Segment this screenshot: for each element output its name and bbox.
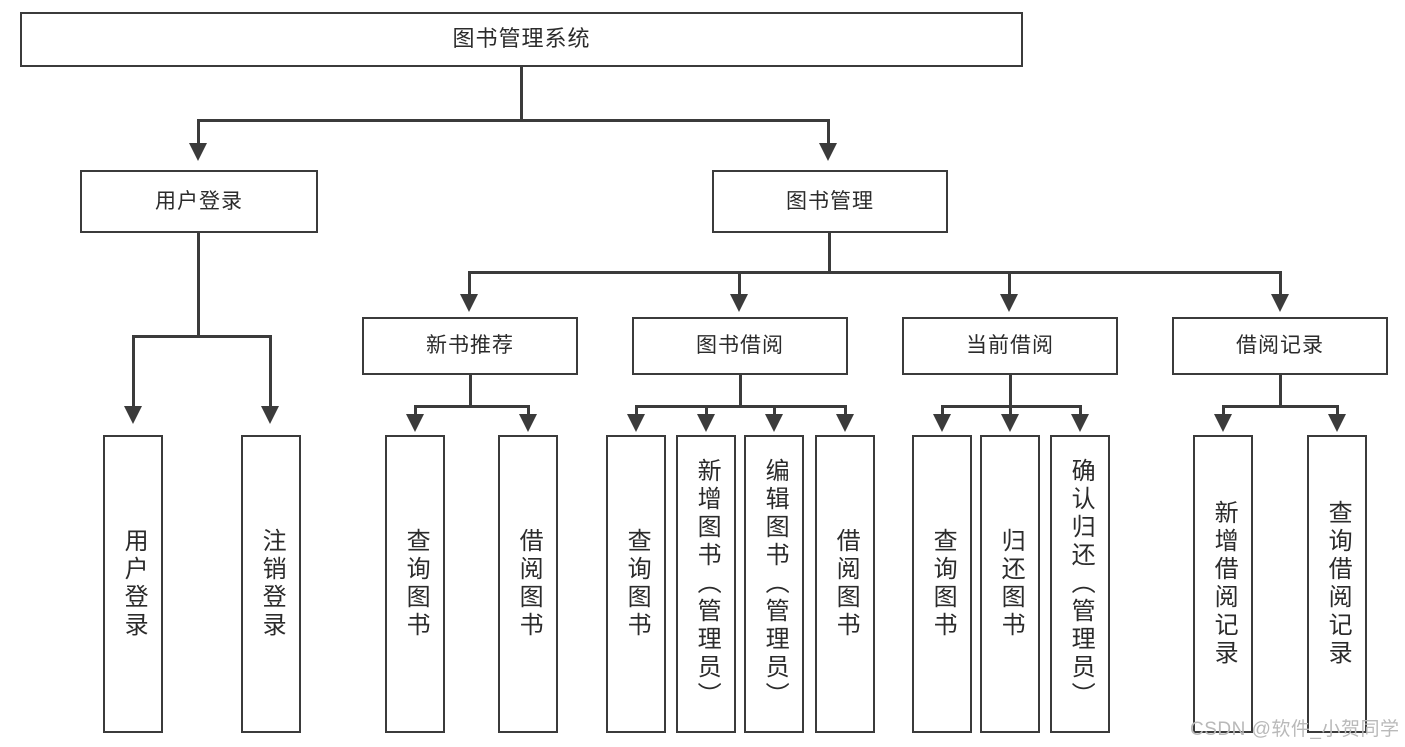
arrowhead-root-to-user-login (189, 143, 207, 161)
connector-user-login-to-leaf-1 (132, 335, 135, 407)
node-borrow-record[interactable]: 借阅记录 (1172, 317, 1388, 375)
arrowhead-new-book-leaf-1 (406, 414, 424, 432)
arrowhead-new-book-leaf-2 (519, 414, 537, 432)
connector-user-login-to-leaf-2 (269, 335, 272, 407)
leaf-add-book-admin[interactable]: 新增图书（管理员） (676, 435, 736, 733)
connector-new-book-leaf-1 (414, 405, 417, 417)
connector-borrow-book-leaf-4 (844, 405, 847, 417)
connector-new-book-bus (414, 405, 530, 408)
connector-bm-to-new-book (468, 271, 471, 296)
leaf-borrow-book[interactable]: 借阅图书 (815, 435, 875, 733)
node-label: 用户登录 (120, 528, 148, 640)
connector-book-management-stem (828, 233, 831, 271)
connector-current-borrow-stem (1009, 375, 1012, 407)
node-label: 新书推荐 (426, 334, 514, 358)
node-label: 查询借阅记录 (1324, 500, 1352, 668)
connector-current-borrow-leaf-2 (1009, 405, 1012, 417)
arrowhead-borrow-book-leaf-1 (627, 414, 645, 432)
arrowhead-root-to-book-management (819, 143, 837, 161)
arrowhead-user-login-leaf-2 (261, 406, 279, 424)
node-label: 新增图书（管理员） (693, 458, 721, 710)
connector-borrow-book-stem (739, 375, 742, 407)
arrowhead-current-borrow-leaf-3 (1071, 414, 1089, 432)
leaf-query-book-current[interactable]: 查询图书 (912, 435, 972, 733)
leaf-confirm-return-admin[interactable]: 确认归还（管理员） (1050, 435, 1110, 733)
arrowhead-bm-to-new-book (460, 294, 478, 312)
connector-borrow-book-bus (635, 405, 847, 408)
arrowhead-borrow-book-leaf-2 (697, 414, 715, 432)
connector-borrow-record-stem (1279, 375, 1282, 407)
leaf-user-login[interactable]: 用户登录 (103, 435, 163, 733)
node-book-borrow[interactable]: 图书借阅 (632, 317, 848, 375)
connector-new-book-stem (469, 375, 472, 407)
connector-bm-to-borrow-record (1279, 271, 1282, 296)
arrowhead-bm-to-borrow-record (1271, 294, 1289, 312)
arrowhead-borrow-book-leaf-4 (836, 414, 854, 432)
leaf-query-borrow-record[interactable]: 查询借阅记录 (1307, 435, 1367, 733)
leaf-edit-book-admin[interactable]: 编辑图书（管理员） (744, 435, 804, 733)
connector-current-borrow-leaf-1 (941, 405, 944, 417)
connector-user-login-stem (197, 233, 200, 335)
node-label: 查询图书 (402, 528, 430, 640)
arrowhead-borrow-record-leaf-2 (1328, 414, 1346, 432)
connector-borrow-record-leaf-2 (1336, 405, 1339, 417)
connector-root-bus (197, 119, 830, 122)
connector-borrow-record-bus (1222, 405, 1339, 408)
node-label: 当前借阅 (966, 334, 1054, 358)
connector-bm-to-current-borrow (1008, 271, 1011, 296)
connector-borrow-book-leaf-2 (705, 405, 708, 417)
node-label: 新增借阅记录 (1210, 500, 1238, 668)
node-label: 借阅记录 (1236, 334, 1324, 358)
node-label: 确认归还（管理员） (1067, 458, 1095, 710)
node-label: 编辑图书（管理员） (761, 458, 789, 710)
node-label: 图书管理 (786, 189, 874, 213)
connector-root-stem (520, 67, 523, 119)
arrowhead-bm-to-borrow-book (730, 294, 748, 312)
connector-borrow-book-leaf-3 (773, 405, 776, 417)
connector-root-to-user-login (197, 119, 200, 145)
leaf-add-borrow-record[interactable]: 新增借阅记录 (1193, 435, 1253, 733)
connector-current-borrow-leaf-3 (1079, 405, 1082, 417)
node-book-management[interactable]: 图书管理 (712, 170, 948, 233)
connector-user-login-bus (132, 335, 272, 338)
node-label: 查询图书 (929, 528, 957, 640)
node-label: 归还图书 (997, 528, 1025, 640)
node-label: 查询图书 (623, 528, 651, 640)
node-label: 注销登录 (258, 528, 286, 640)
node-root-book-management-system[interactable]: 图书管理系统 (20, 12, 1023, 67)
leaf-logout[interactable]: 注销登录 (241, 435, 301, 733)
connector-bm-to-borrow-book (738, 271, 741, 296)
arrowhead-borrow-record-leaf-1 (1214, 414, 1232, 432)
leaf-return-book[interactable]: 归还图书 (980, 435, 1040, 733)
arrowhead-user-login-leaf-1 (124, 406, 142, 424)
node-label: 用户登录 (155, 189, 243, 213)
node-label: 借阅图书 (515, 528, 543, 640)
node-new-book-recommend[interactable]: 新书推荐 (362, 317, 578, 375)
arrowhead-bm-to-current-borrow (1000, 294, 1018, 312)
node-user-login[interactable]: 用户登录 (80, 170, 318, 233)
node-label: 借阅图书 (832, 528, 860, 640)
arrowhead-current-borrow-leaf-1 (933, 414, 951, 432)
arrowhead-current-borrow-leaf-2 (1001, 414, 1019, 432)
leaf-borrow-book-new[interactable]: 借阅图书 (498, 435, 558, 733)
connector-borrow-record-leaf-1 (1222, 405, 1225, 417)
connector-borrow-book-leaf-1 (635, 405, 638, 417)
connector-book-management-bus (468, 271, 1282, 274)
watermark-text: CSDN @软件_小贺同学 (1190, 719, 1400, 740)
node-current-borrow[interactable]: 当前借阅 (902, 317, 1118, 375)
arrowhead-borrow-book-leaf-3 (765, 414, 783, 432)
leaf-query-book-borrow[interactable]: 查询图书 (606, 435, 666, 733)
connector-root-to-book-management (827, 119, 830, 145)
node-label: 图书借阅 (696, 334, 784, 358)
leaf-query-book-new[interactable]: 查询图书 (385, 435, 445, 733)
node-label: 图书管理系统 (452, 26, 591, 52)
connector-new-book-leaf-2 (527, 405, 530, 417)
